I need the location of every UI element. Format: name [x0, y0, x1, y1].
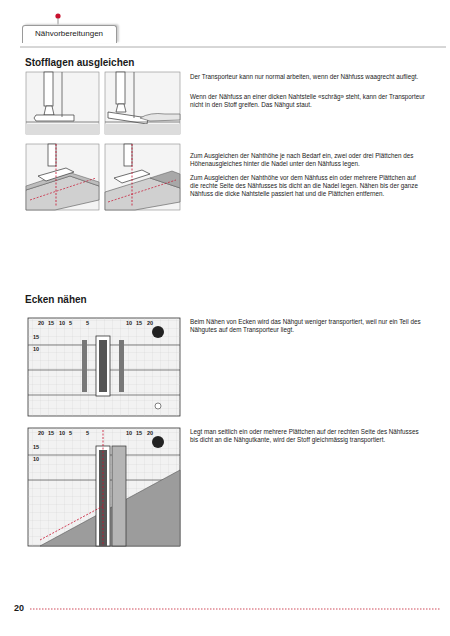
scale-number: 20	[38, 321, 44, 327]
scale-number: 15	[33, 335, 39, 341]
scale-number: 10	[33, 457, 39, 463]
body-text: Zum Ausgleichen der Nahthöhe vor dem Näh…	[190, 174, 425, 199]
page-number: 20	[14, 603, 24, 615]
section-heading: Stofflagen ausgleichen	[25, 56, 225, 69]
scale-number: 10	[126, 321, 132, 327]
scale-number: 15	[136, 321, 142, 327]
body-text: Beim Nähen von Ecken wird das Nähgut wen…	[190, 318, 425, 334]
scale-number: 5	[69, 321, 72, 327]
foot-tilted-illustration	[105, 72, 180, 134]
pin-needle	[58, 18, 59, 25]
shims-front-illustration	[105, 144, 180, 210]
shims-behind-illustration	[26, 144, 99, 210]
body-text: Legt man seitlich ein oder mehrere Plätt…	[190, 428, 425, 444]
section-heading: Ecken nähen	[25, 293, 225, 306]
scale-number: 10	[126, 431, 132, 437]
body-text: Wenn der Nähfuss an einer dicken Nahtste…	[190, 93, 425, 109]
scale-number: 5	[86, 321, 89, 327]
scale-number: 10	[59, 431, 65, 437]
header-rule	[20, 47, 446, 48]
scale-number: 15	[33, 445, 39, 451]
stitch-plate	[28, 318, 180, 416]
scale-number: 20	[147, 431, 153, 437]
body-text: Der Transporteur kann nur normal arbeite…	[190, 73, 425, 81]
scale-number: 15	[48, 431, 54, 437]
scale-number: 15	[48, 321, 54, 327]
scale-number: 5	[69, 431, 72, 437]
scale-number: 20	[147, 321, 153, 327]
scale-number: 10	[59, 321, 65, 327]
body-text: Zum Ausgleichen der Nahthöhe je nach Bed…	[190, 152, 425, 168]
footer-rule	[30, 608, 440, 609]
header-tab: Nähvorbereitungen	[22, 25, 117, 43]
foot-flat-illustration	[26, 72, 99, 134]
scale-number: 10	[33, 347, 39, 353]
scale-number: 15	[136, 431, 142, 437]
pin-head	[55, 13, 60, 18]
scale-number: 20	[38, 431, 44, 437]
header-title: Nähvorbereitungen	[35, 29, 104, 39]
stitch-plate-corner	[28, 428, 180, 546]
scale-number: 5	[86, 431, 89, 437]
